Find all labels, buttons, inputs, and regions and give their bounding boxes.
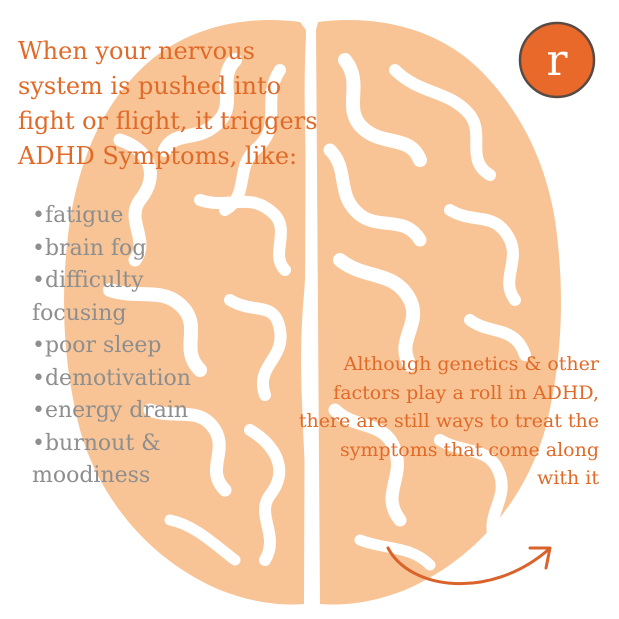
list-item: moodiness (32, 463, 151, 488)
headline-line: ADHD Symptoms, like: (18, 142, 298, 170)
note-line: Although genetics & other (343, 353, 599, 375)
symptom-list: •fatigue •brain fog •difficulty focusing… (32, 200, 191, 493)
note-line: with it (537, 467, 599, 489)
curved-arrow-icon (386, 546, 552, 586)
treatment-note: Although genetics & other factors play a… (279, 350, 599, 493)
logo-icon: r (518, 21, 596, 99)
note-line: factors play a roll in ADHD, (333, 381, 599, 404)
list-item: •burnout & (32, 430, 161, 456)
note-line: symptoms that come along (339, 438, 599, 461)
list-item: •demotivation (32, 365, 191, 391)
headline: When your nervous system is pushed into … (18, 34, 318, 174)
list-item: •fatigue (32, 203, 124, 228)
headline-line: system is pushed into (18, 72, 282, 100)
list-item: focusing (32, 300, 127, 326)
note-line: there are still ways to treat the (298, 410, 599, 432)
list-item: •poor sleep (32, 333, 162, 358)
logo-letter: r (546, 35, 568, 86)
headline-line: fight or flight, it triggers (18, 107, 318, 135)
list-item: •brain fog (32, 235, 147, 261)
headline-line: When your nervous (18, 37, 255, 65)
list-item: •difficulty (32, 268, 144, 293)
list-item: •energy drain (32, 398, 189, 423)
